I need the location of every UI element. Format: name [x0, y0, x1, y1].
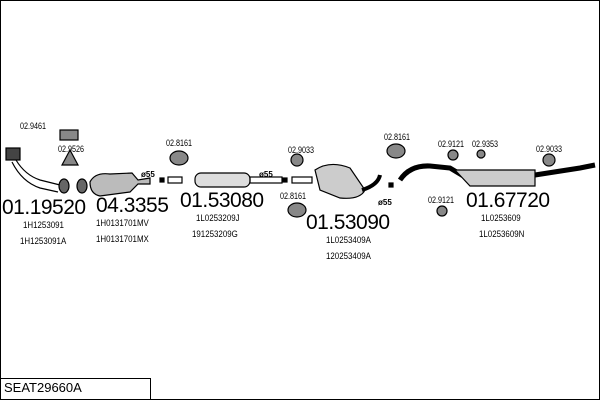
part-ref: 191253209G	[192, 229, 238, 239]
accessory-number: 02.9121	[428, 195, 455, 205]
part-ref: 1H1253091A	[20, 236, 67, 246]
rear-silencer	[397, 162, 596, 187]
part-number: 01.53090	[306, 211, 390, 234]
middle-silencer	[291, 163, 394, 199]
part-ref: 1L0253209J	[196, 213, 240, 223]
accessory-number: 02.8161	[280, 191, 307, 201]
part-ref: 120253409A	[326, 251, 371, 261]
front-silencer	[167, 172, 288, 188]
part-ref: 1H0131701MV	[96, 218, 149, 228]
part-number: 01.19520	[2, 196, 86, 219]
accessory-number: 02.9121	[438, 139, 465, 149]
assembly-code: SEAT29660A	[4, 380, 82, 395]
part-ref: 1H1253091	[23, 220, 64, 230]
accessory-number: 02.9353	[472, 139, 499, 149]
part-number: 01.53080	[180, 189, 264, 212]
diameter-label: ø55	[141, 170, 155, 179]
hangers	[59, 129, 556, 218]
part-number: 04.3355	[96, 194, 169, 217]
diameter-label: ø55	[259, 170, 273, 179]
part-ref: 1H0131701MX	[96, 234, 149, 244]
catalytic-converter	[89, 172, 165, 197]
accessory-number: 02.9461	[20, 121, 47, 131]
front-pipe	[5, 147, 88, 194]
diameter-label: ø55	[378, 198, 392, 207]
accessory-number: 02.8161	[166, 138, 193, 148]
part-ref: 1L0253609	[481, 213, 521, 223]
accessory-number: 02.8161	[384, 132, 411, 142]
accessory-number: 02.9033	[288, 145, 315, 155]
part-ref: 1L0253409A	[326, 235, 371, 245]
code-box	[0, 378, 151, 399]
accessory-number: 02.9526	[58, 144, 85, 154]
accessory-number: 02.9033	[536, 144, 563, 154]
part-ref: 1L0253609N	[479, 229, 525, 239]
part-number: 01.67720	[466, 189, 550, 212]
